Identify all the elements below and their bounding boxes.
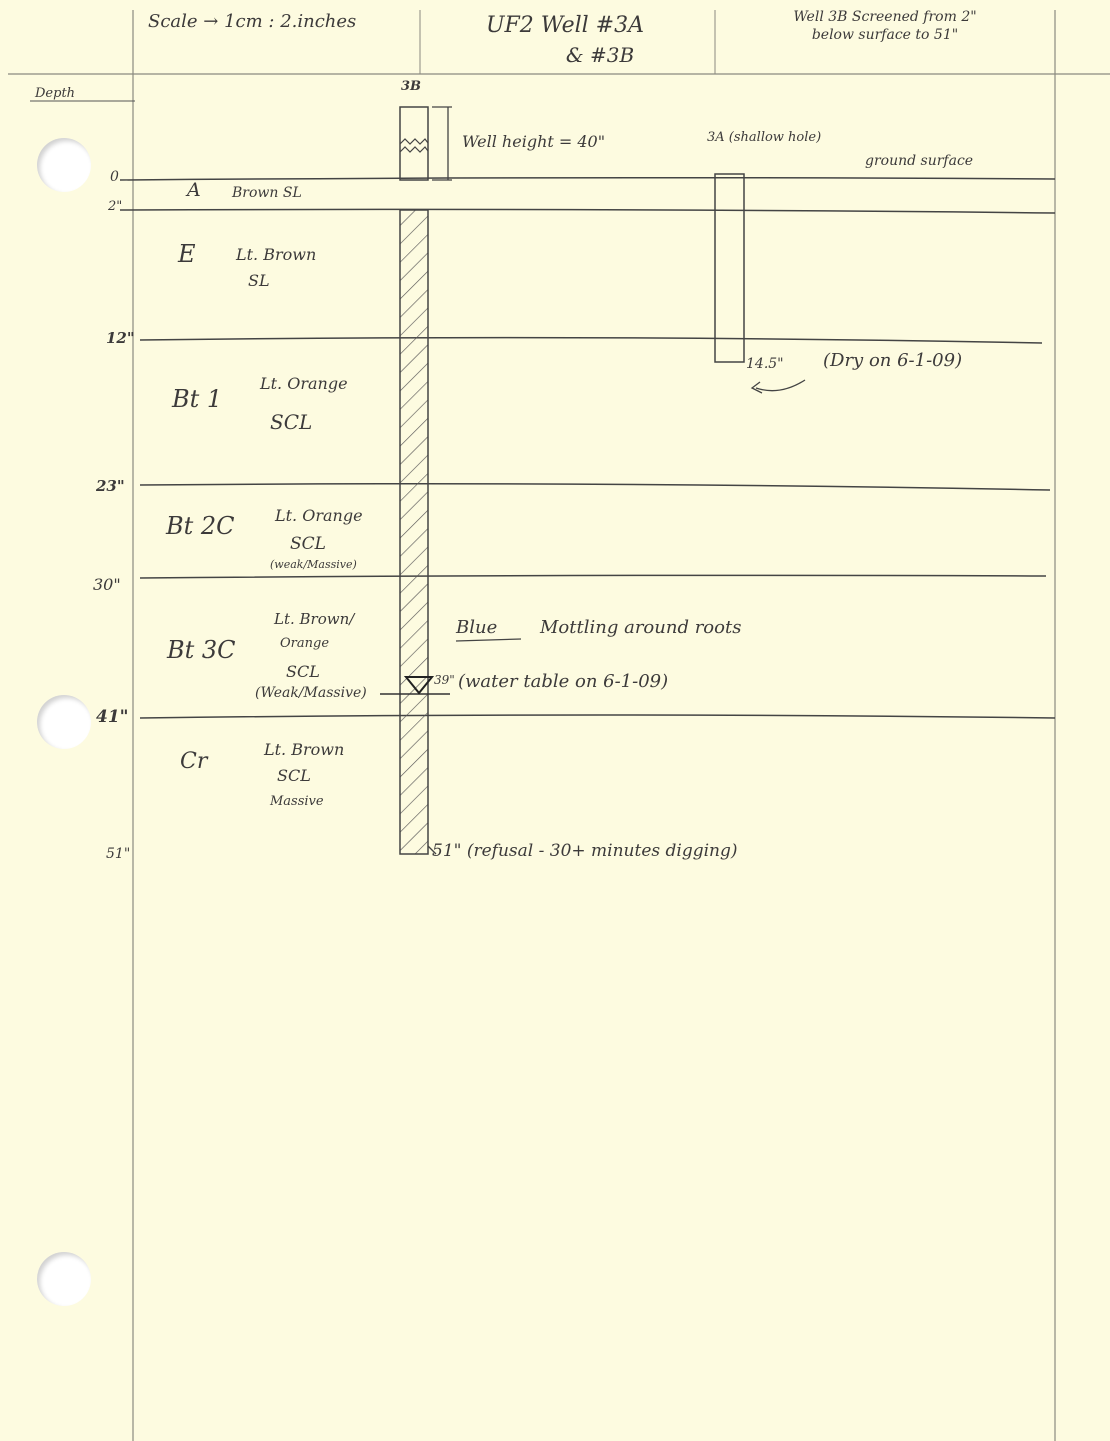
blue-label: Blue <box>456 618 497 638</box>
well-3a-hole <box>715 174 744 362</box>
boundary-41in <box>140 715 1055 718</box>
scale-note: Scale → 1cm : 2.inches <box>148 12 356 32</box>
ground-surface-line <box>120 178 1055 180</box>
horizon-cr-desc: Lt. Brown <box>264 741 344 759</box>
shallow-depth-arrowhead <box>752 382 762 393</box>
ground-surface-label: ground surface <box>865 154 973 169</box>
horizon-bt3c-desc4: (Weak/Massive) <box>255 686 367 701</box>
depth-mark-0: 0 <box>110 170 119 185</box>
well-3b-screen <box>400 210 428 854</box>
horizon-bt1-code: Bt 1 <box>172 386 222 412</box>
horizon-cr-code: Cr <box>180 750 207 774</box>
refusal-note: 51" (refusal - 30+ minutes digging) <box>432 842 738 861</box>
punch-hole-top <box>37 138 91 192</box>
horizon-cr-desc2: SCL <box>277 767 311 785</box>
horizon-bt3c-desc3: SCL <box>286 663 320 681</box>
horizon-bt2c-code: Bt 2C <box>166 513 235 539</box>
horizon-cr-desc3: Massive <box>270 795 324 809</box>
depth-mark-41: 41" <box>96 708 129 727</box>
screen-note-line2: below surface to 51" <box>730 28 1040 43</box>
depth-mark-12: 12" <box>106 330 135 347</box>
horizon-bt2c-desc: Lt. Orange <box>275 507 363 525</box>
shallow-depth-label: 14.5" <box>746 357 784 372</box>
depth-mark-23: 23" <box>96 478 125 495</box>
screen-note-line1: Well 3B Screened from 2" <box>730 10 1040 25</box>
well-3a-label: 3A (shallow hole) <box>707 131 821 145</box>
horizon-bt3c-desc: Lt. Brown/ <box>274 611 354 628</box>
horizon-bt2c-desc3: (weak/Massive) <box>270 559 357 571</box>
water-table-depth: 39" <box>434 674 455 687</box>
depth-mark-2: 2" <box>108 200 122 214</box>
horizon-bt2c-desc2: SCL <box>290 535 326 554</box>
depth-mark-51: 51" <box>106 847 130 862</box>
well-3b-label: 3B <box>401 80 421 94</box>
horizon-bt3c-desc2: Orange <box>280 637 329 651</box>
punch-hole-middle <box>37 695 91 749</box>
horizon-e-code: E <box>178 241 196 267</box>
well-3b-casing <box>400 107 428 180</box>
sheet-title-line2: & #3B <box>500 44 700 66</box>
sheet-title-line1: UF2 Well #3A <box>430 14 700 38</box>
horizon-a-desc: Brown SL <box>232 186 302 201</box>
boundary-12in <box>140 338 1042 343</box>
boundary-30in <box>140 575 1046 578</box>
horizon-bt3c-code: Bt 3C <box>167 637 236 663</box>
dry-note: (Dry on 6-1-09) <box>823 351 962 371</box>
boundary-23in <box>140 484 1050 490</box>
shallow-depth-arrow <box>756 380 805 391</box>
boundary-2in <box>120 209 1055 213</box>
depth-mark-30: 30" <box>93 576 121 594</box>
mottling-note: Mottling around roots <box>540 618 741 638</box>
horizon-a-code: A <box>187 180 201 201</box>
horizon-bt1-desc: Lt. Orange <box>260 375 348 393</box>
blue-underline <box>456 639 521 641</box>
depth-header: Depth <box>35 87 75 101</box>
well-height-label: Well height = 40" <box>462 133 605 151</box>
horizon-e-desc: Lt. Brown <box>236 246 316 264</box>
well-3b-break-mark <box>400 139 428 152</box>
horizon-bt1-desc2: SCL <box>270 411 312 433</box>
water-table-note: (water table on 6-1-09) <box>458 672 668 692</box>
punch-hole-bottom <box>37 1252 91 1306</box>
horizon-e-desc2: SL <box>248 272 270 290</box>
